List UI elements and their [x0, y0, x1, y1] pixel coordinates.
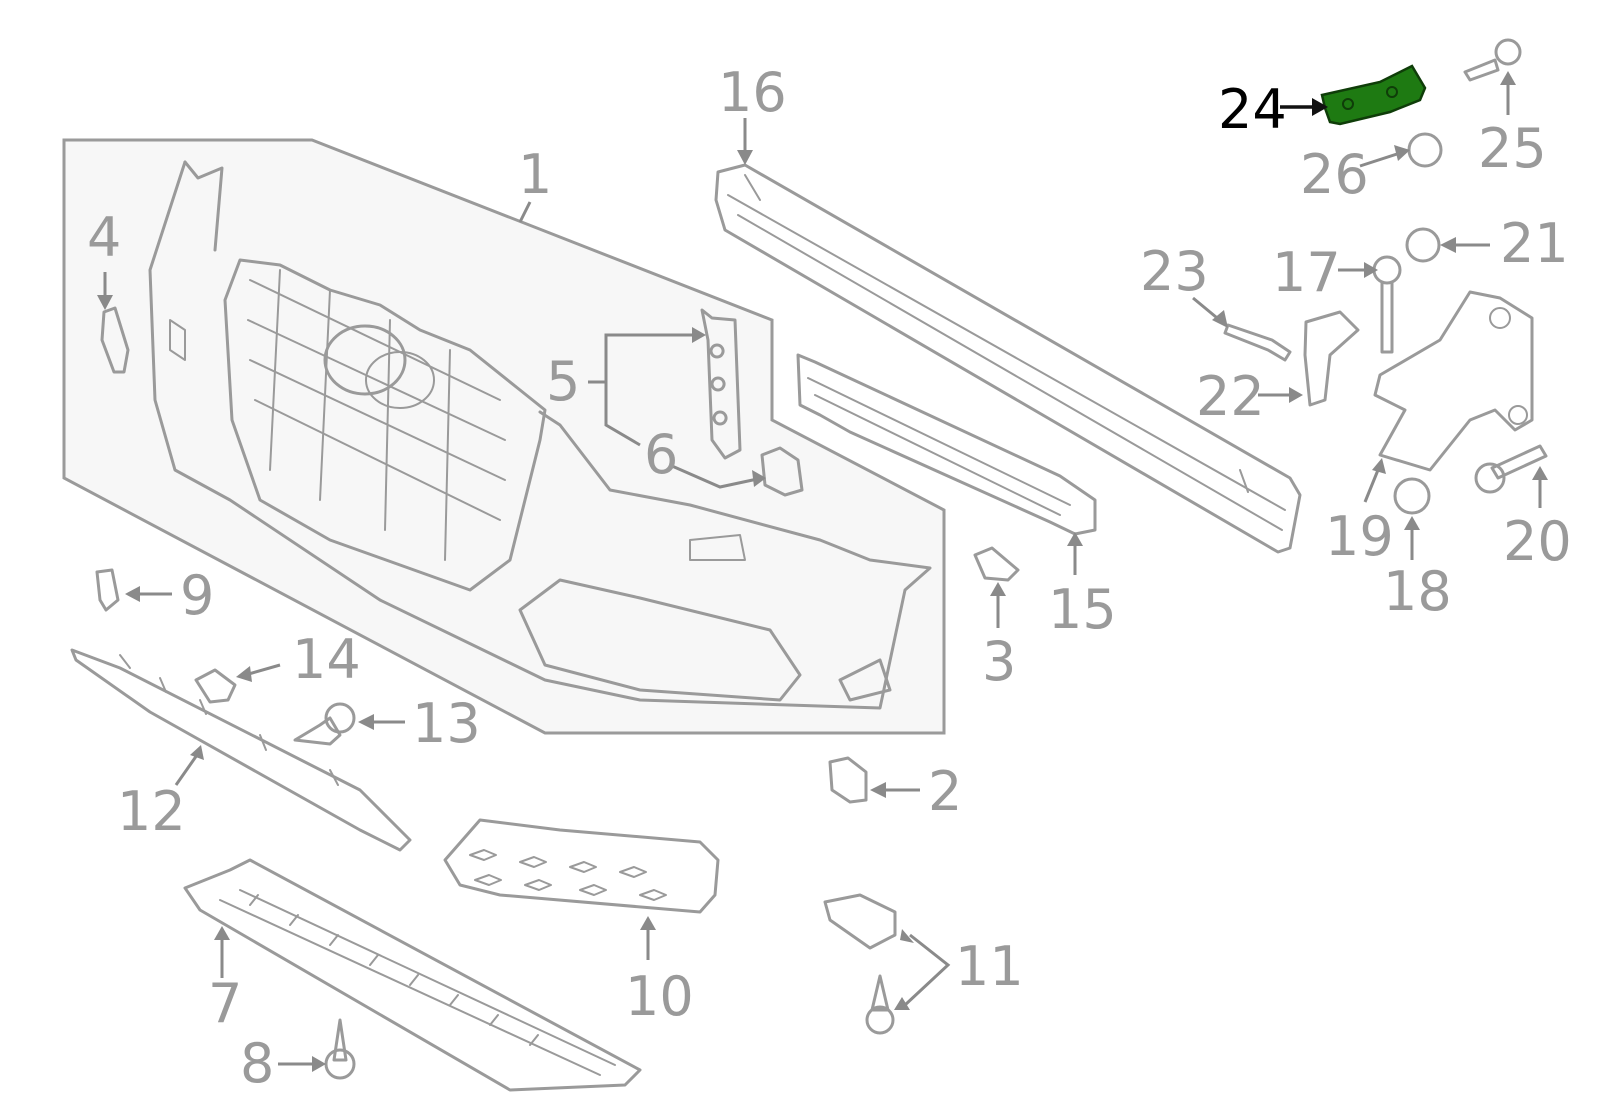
callout-15[interactable]: 15	[1048, 578, 1117, 641]
callout-25[interactable]: 25	[1478, 117, 1547, 180]
part-11-bracket[interactable]	[823, 893, 897, 1035]
callout-18[interactable]: 18	[1383, 560, 1452, 623]
part-2-clip[interactable]	[828, 756, 868, 804]
callout-14[interactable]: 14	[292, 628, 361, 691]
part-24-bracket-highlighted[interactable]	[1320, 64, 1427, 126]
part-5-bracket[interactable]	[700, 308, 742, 460]
callout-4[interactable]: 4	[87, 206, 121, 269]
part-16-reinforcement-bar[interactable]	[714, 163, 1302, 554]
part-3-clip[interactable]	[973, 546, 1020, 582]
part-20-bolt[interactable]	[1474, 444, 1548, 494]
part-13-screw[interactable]	[293, 702, 356, 746]
part-10-lower-grille[interactable]	[443, 818, 720, 914]
part-23-pin[interactable]	[1223, 323, 1292, 362]
part-8-screw[interactable]	[324, 1018, 356, 1080]
part-17-bolt[interactable]	[1372, 255, 1402, 354]
callout-23[interactable]: 23	[1140, 240, 1209, 303]
callout-26[interactable]: 26	[1300, 143, 1369, 206]
callout-20[interactable]: 20	[1503, 510, 1572, 573]
callout-labels: 1 2 3 4 5 6 7 8 9 10 11 12 13 14 15 16 1…	[87, 61, 1572, 1095]
callout-6[interactable]: 6	[644, 423, 678, 486]
part-21-nut[interactable]	[1405, 227, 1441, 263]
callout-2[interactable]: 2	[928, 760, 962, 823]
callout-5[interactable]: 5	[546, 350, 580, 413]
part-25-screw[interactable]	[1463, 38, 1522, 82]
bumper-assembly-panel	[62, 138, 946, 735]
callout-10[interactable]: 10	[625, 965, 694, 1028]
part-26-nut[interactable]	[1407, 132, 1443, 168]
part-12-trim-strip[interactable]	[70, 648, 412, 852]
callout-8[interactable]: 8	[240, 1032, 274, 1095]
part-19-mount-bracket[interactable]	[1373, 290, 1534, 472]
callout-24[interactable]: 24	[1218, 78, 1287, 141]
leader-lines	[97, 71, 1548, 1072]
part-22-bracket[interactable]	[1303, 310, 1360, 407]
part-6-clip[interactable]	[760, 446, 804, 497]
callout-7[interactable]: 7	[208, 972, 242, 1035]
part-18-nut[interactable]	[1393, 477, 1431, 515]
callout-22[interactable]: 22	[1196, 365, 1265, 428]
callout-16[interactable]: 16	[718, 61, 787, 124]
part-14-clip[interactable]	[194, 668, 237, 704]
callout-3[interactable]: 3	[982, 630, 1016, 693]
callout-21[interactable]: 21	[1500, 212, 1569, 275]
callout-17[interactable]: 17	[1272, 241, 1341, 304]
callout-12[interactable]: 12	[117, 780, 186, 843]
part-7-under-cover[interactable]	[183, 858, 642, 1092]
part-9-clip[interactable]	[95, 568, 120, 612]
callout-9[interactable]: 9	[180, 564, 214, 627]
callout-1[interactable]: 1	[518, 143, 552, 206]
part-4-cover[interactable]	[100, 306, 130, 374]
part-1-bumper-cover[interactable]	[148, 160, 932, 710]
callout-19[interactable]: 19	[1325, 505, 1394, 568]
callout-13[interactable]: 13	[412, 692, 481, 755]
callout-11[interactable]: 11	[955, 935, 1024, 998]
